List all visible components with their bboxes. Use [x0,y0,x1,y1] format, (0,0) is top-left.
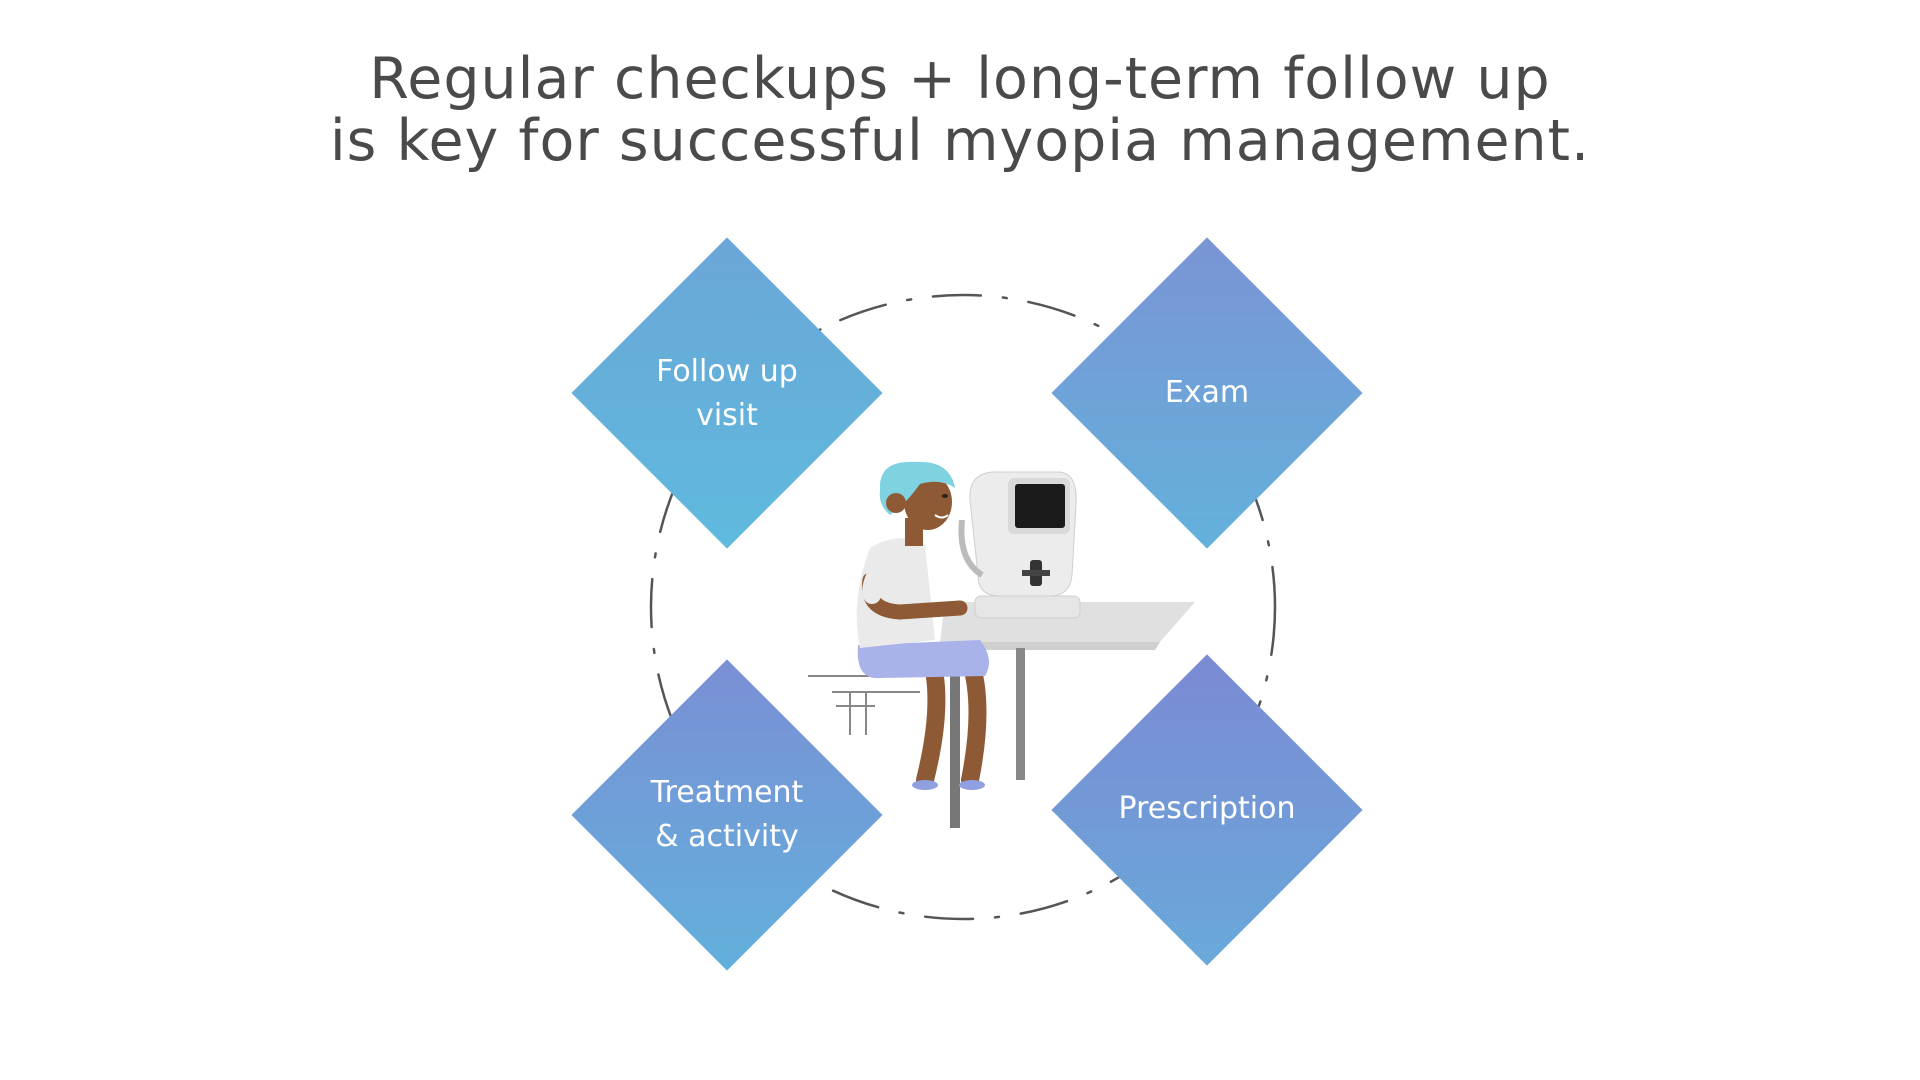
title-line-1: Regular checkups + long-term follow up [369,46,1551,112]
stool [808,675,930,735]
step-label-treatment-activity: Treatment & activity [650,775,804,854]
autorefractor-machine [958,471,1081,619]
patient-figure [856,461,989,790]
step-label-prescription: Prescription [1118,791,1296,826]
title-line-2: is key for successful myopia management. [329,108,1591,174]
step-label-follow-up-visit: Follow up visit [656,354,798,433]
step-label-exam: Exam [1164,375,1250,410]
page-title: Regular checkups + long-term follow up i… [0,48,1920,172]
